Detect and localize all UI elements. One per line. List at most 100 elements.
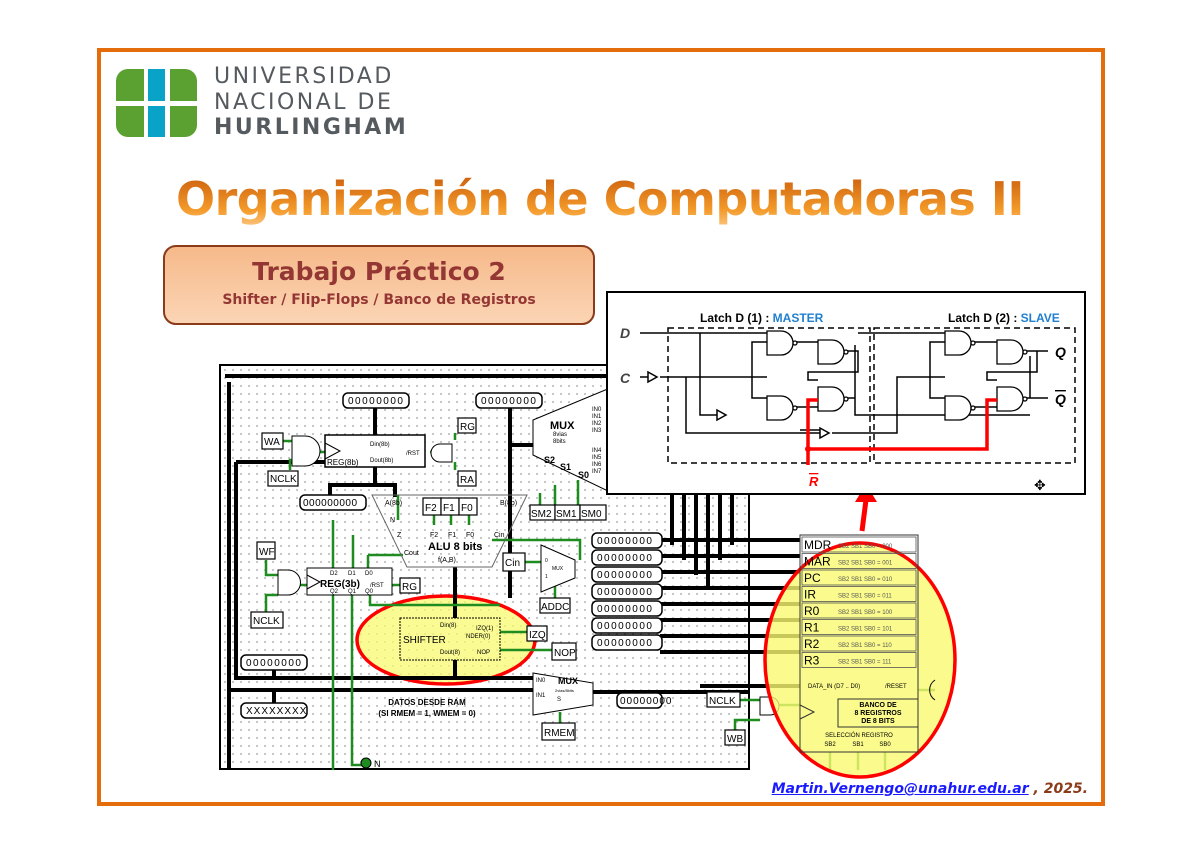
svg-text:IN5: IN5 xyxy=(592,455,602,461)
alu-cin: Cin xyxy=(494,532,505,539)
input-pin-labels: WA NCLK RG RA WF NCLK RG Cin ADDC IZQ NO… xyxy=(253,422,743,745)
register-code: SB2 SB1 SB0 = 111 xyxy=(838,660,892,666)
bus-display: 00000000 xyxy=(597,570,654,581)
register-code: SB2 SB1 SB0 = 100 xyxy=(838,610,893,616)
mux-bottom-labels: MUX 2vias/8bits IN0 IN1 S xyxy=(536,676,578,703)
register-row xyxy=(801,652,917,668)
svg-text:Q2: Q2 xyxy=(330,589,339,595)
pin-nop: NOP xyxy=(554,648,576,659)
svg-text:IN7: IN7 xyxy=(592,469,602,475)
university-name-line: HURLINGHAM xyxy=(214,115,409,140)
alu-n: N xyxy=(390,517,395,524)
bus-display: 00000000 xyxy=(348,396,405,407)
svg-text:D1: D1 xyxy=(348,571,356,577)
ram-note-line2: (SI RMEM = 1, WMEM = 0) xyxy=(378,709,476,718)
bus-displays: 00000000 00000000 000000000 00000000 XXX… xyxy=(240,392,673,719)
logo-bar xyxy=(148,69,165,101)
register-name: R2 xyxy=(804,637,820,651)
pin-rmem: RMEM xyxy=(544,728,575,739)
assignment-subtitle: Shifter / Flip-Flops / Banco de Registro… xyxy=(222,292,536,308)
bus-display: XXXXXXXX xyxy=(246,706,307,717)
and-gate xyxy=(277,569,301,596)
register-bank-labels: DATA_IN (D7 .. D0) /RESET BANCO DE 8 REG… xyxy=(799,684,919,748)
svg-text:Q1: Q1 xyxy=(348,589,357,595)
pin-sm0: SM0 xyxy=(581,509,602,520)
course-title: Organización de Computadoras II xyxy=(100,172,1100,226)
register-code: SB2 SB1 SB0 = 010 xyxy=(838,577,893,583)
bus-display: 00000000 xyxy=(481,396,538,407)
svg-text:NDER(0): NDER(0) xyxy=(466,634,490,640)
bus-display: 00000000 xyxy=(597,553,654,564)
shifter xyxy=(399,617,501,661)
assignment-title: Trabajo Práctico 2 xyxy=(252,257,506,286)
alu-f1: F1 xyxy=(448,532,456,539)
svg-text:S0: S0 xyxy=(578,470,589,480)
pin-izq: IZQ xyxy=(529,630,546,641)
n-flag-led xyxy=(360,757,372,769)
register-code: SB2 SB1 SB0 = 000 xyxy=(838,544,893,550)
input-pins xyxy=(250,417,746,746)
register-name: R0 xyxy=(804,604,820,618)
mux-2-way xyxy=(532,672,594,716)
svg-text:SHIFTER: SHIFTER xyxy=(403,635,446,646)
svg-text:NOP: NOP xyxy=(477,650,490,656)
svg-text:SB2: SB2 xyxy=(824,742,836,748)
register-name: R3 xyxy=(804,654,820,668)
svg-text:8bits: 8bits xyxy=(553,439,566,445)
svg-text:IN2: IN2 xyxy=(592,421,602,427)
pin-nclk: NCLK xyxy=(270,474,297,485)
svg-text:IN0: IN0 xyxy=(536,678,546,684)
pin-nclk: NCLK xyxy=(253,616,280,627)
mux-cin-in0: 0 xyxy=(545,558,548,564)
register-row xyxy=(801,569,917,586)
svg-text:IN1: IN1 xyxy=(536,693,546,699)
reg8-dout: Dout(8b) xyxy=(370,458,393,464)
bus-display: 00000000 xyxy=(597,638,654,649)
alu-cout: Cout xyxy=(404,550,419,557)
pin-wf: WF xyxy=(259,547,275,558)
svg-text:MUX: MUX xyxy=(550,420,575,432)
and-gate xyxy=(291,435,321,467)
register-3bit xyxy=(306,567,393,596)
alu-f2: F2 xyxy=(430,532,438,539)
svg-text:SELECCIÓN REGISTRO: SELECCIÓN REGISTRO xyxy=(825,732,893,739)
svg-text:8 REGISTROS: 8 REGISTROS xyxy=(854,710,901,717)
footer-credit: Martin.Vernengo@unahur.edu.ar , 2025. xyxy=(772,781,1088,797)
pin-wa: WA xyxy=(264,437,280,448)
bus-display: 000000000 xyxy=(303,498,358,509)
svg-text:S1: S1 xyxy=(560,462,571,472)
reset-gate xyxy=(929,679,936,701)
assignment-box: Trabajo Práctico 2 Shifter / Flip-Flops … xyxy=(163,245,595,325)
pin-sm1: SM1 xyxy=(556,509,577,520)
university-name: UNIVERSIDAD NACIONAL DE HURLINGHAM xyxy=(214,64,408,141)
alu-func: f(A,B) xyxy=(438,557,456,564)
pin-rg: RG xyxy=(460,422,475,433)
bus-display: 00000000 xyxy=(620,696,673,707)
mux-cin xyxy=(540,544,576,593)
pin-cin: Cin xyxy=(505,558,520,569)
alu-a: A(8b) xyxy=(385,500,402,507)
svg-text:/RST: /RST xyxy=(370,583,384,589)
bus-display: 00000000 xyxy=(597,621,654,632)
master-slave-latch-diagram xyxy=(606,291,1086,495)
ram-note-line1: DATOS DESDE RAM xyxy=(388,698,466,707)
author-email-link[interactable]: Martin.Vernengo@unahur.edu.ar xyxy=(771,781,1029,797)
reg8-name: REG(8b) xyxy=(327,458,359,467)
bus-display: 00000000 xyxy=(597,604,654,615)
svg-text:DATA_IN (D7 .. D0): DATA_IN (D7 .. D0) xyxy=(808,684,860,690)
svg-text:REG(3b): REG(3b) xyxy=(320,579,360,590)
shifter-labels: SHIFTER Din(8) IZQ(1) NDER(0) Dout(8) NO… xyxy=(403,623,493,656)
pin-sm2: SM2 xyxy=(531,509,552,520)
svg-text:Dout(8): Dout(8) xyxy=(440,650,460,656)
register-row xyxy=(801,635,917,652)
mux-8-way xyxy=(532,387,611,493)
svg-text:BANCO DE: BANCO DE xyxy=(859,702,897,709)
university-name-line: UNIVERSIDAD xyxy=(214,64,394,89)
mux-top-labels: MUX 8vias 8bits S2 S1 S0 IN0 IN1 IN2 IN3… xyxy=(544,407,602,480)
svg-text:IZQ(1): IZQ(1) xyxy=(476,626,493,632)
svg-text:Din(8): Din(8) xyxy=(440,623,456,629)
pin-addc: ADDC xyxy=(541,602,569,613)
alu xyxy=(371,494,528,568)
